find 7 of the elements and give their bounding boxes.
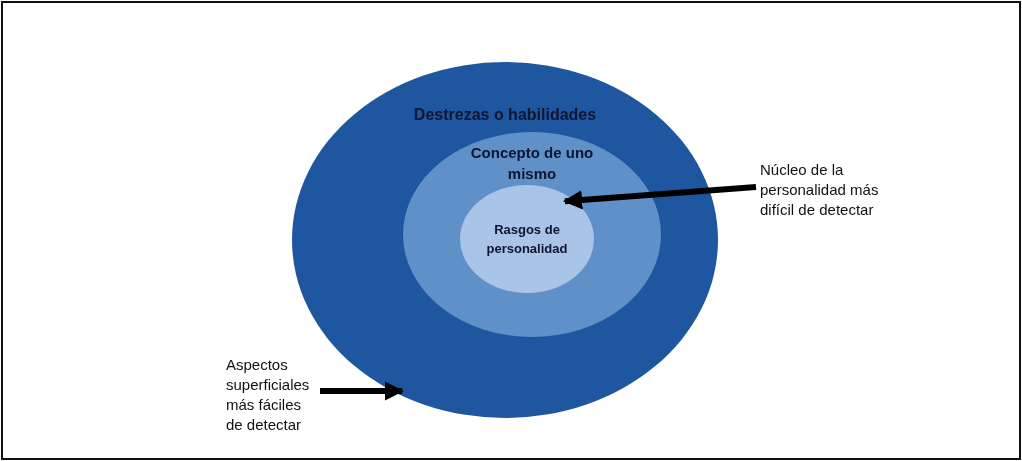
callout-text: Aspectos superficiales más fáciles de detectar [226, 355, 316, 435]
ring-label: Destrezas o habilidades [412, 105, 598, 125]
callout-text: Núcleo de la personalidad más difícil de detectar [760, 160, 890, 220]
arrow [320, 381, 405, 401]
ring-label: Concepto de uno mismo [469, 143, 595, 184]
ring-label: Rasgos de personalidad [485, 221, 569, 258]
arrow [562, 184, 757, 210]
